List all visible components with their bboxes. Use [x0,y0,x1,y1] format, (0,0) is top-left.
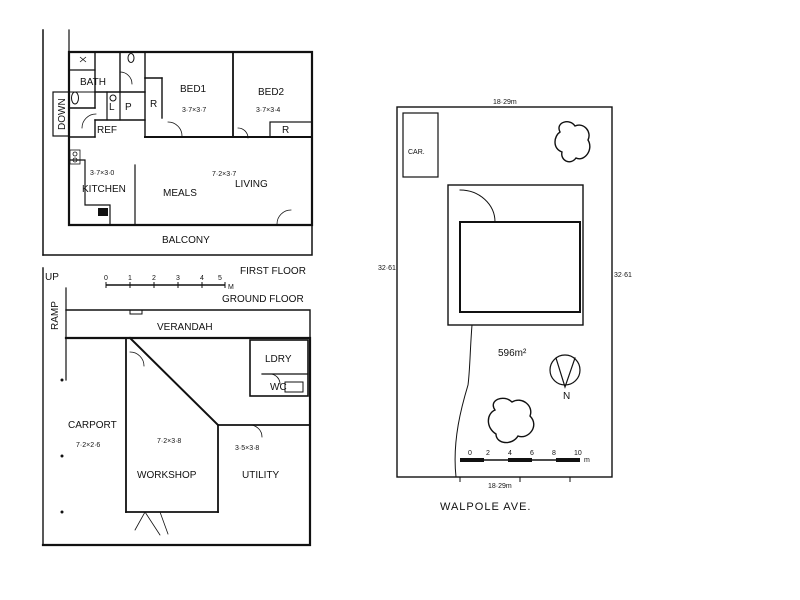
workshop-label: WORKSHOP [137,470,197,481]
bed2-label: BED2 [258,87,285,98]
site-plan: 18·29m 18·29m 32·61 32·61 CAR. 596m² N 0… [378,99,632,513]
scale-tick-label: 0 [104,275,108,282]
first-floor-plan: BATH L P REF R DOWN BED1 3·7×3·7 BED2 3·… [42,29,314,277]
site-right-dimension: 32·61 [614,272,632,279]
site-scale-tick: 0 [468,450,472,457]
ramp-label: RAMP [50,301,61,330]
laundry-label: LDRY [265,354,292,365]
scale-unit-label: M [228,284,234,291]
scale-tick-label: 3 [176,275,180,282]
site-scale-tick: 6 [530,450,534,457]
site-scale-tick: 8 [552,450,556,457]
carport-size: 7·2×2·6 [76,442,100,449]
living-label: LIVING [235,179,268,190]
site-scale-tick: 10 [574,450,582,457]
bed1-size: 3·7×3·7 [182,107,206,114]
balcony-label: BALCONY [162,235,210,246]
site-scale-unit: m [584,457,590,464]
site-scale-tick: 2 [486,450,490,457]
pantry-label: P [125,102,132,113]
refrigerator-label: REF [97,125,117,136]
scale-tick-label: 5 [218,275,222,282]
site-area-label: 596m² [498,348,527,359]
laundry-tub-label: L [109,102,115,113]
stair-down-label: DOWN [57,98,68,130]
utility-label: UTILITY [242,470,280,481]
scale-tick-label: 4 [200,275,204,282]
site-top-dimension: 18·29m [493,99,517,106]
car-pad-label: CAR. [408,149,425,156]
bath-label: BATH [80,77,106,88]
kitchen-size: 3·7×3·0 [90,170,114,177]
first-floor-title: FIRST FLOOR [240,266,306,277]
kitchen-label: KITCHEN [82,184,126,195]
wc-label: WC [270,382,287,393]
street-name: WALPOLE AVE. [440,501,531,513]
utility-size: 3·5×3·8 [235,445,259,452]
verandah-label: VERANDAH [157,322,213,333]
site-left-dimension: 32·61 [378,265,396,272]
bed2-size: 3·7×3·4 [256,107,280,114]
meals-label: MEALS [163,188,197,199]
ramp-up-label: UP [45,272,59,283]
robe-label-left: R [150,99,157,110]
metric-scale-bar: 0 1 2 3 4 5 M [104,275,234,291]
site-scale-tick: 4 [508,450,512,457]
ground-floor-plan: GROUND FLOOR UP RAMP VERANDAH LDRY WC [41,267,312,547]
workshop-size: 7·2×3·8 [157,438,181,445]
living-size: 7·2×3·7 [212,171,236,178]
carport-label: CARPORT [68,420,117,431]
site-bottom-dimension: 18·29m [488,483,512,490]
bed1-label: BED1 [180,84,207,95]
scale-tick-label: 2 [152,275,156,282]
bed2-robe-label: R [282,125,289,136]
ground-floor-title: GROUND FLOOR [222,294,304,305]
scale-tick-label: 1 [128,275,132,282]
north-arrow-label: N [563,391,570,402]
